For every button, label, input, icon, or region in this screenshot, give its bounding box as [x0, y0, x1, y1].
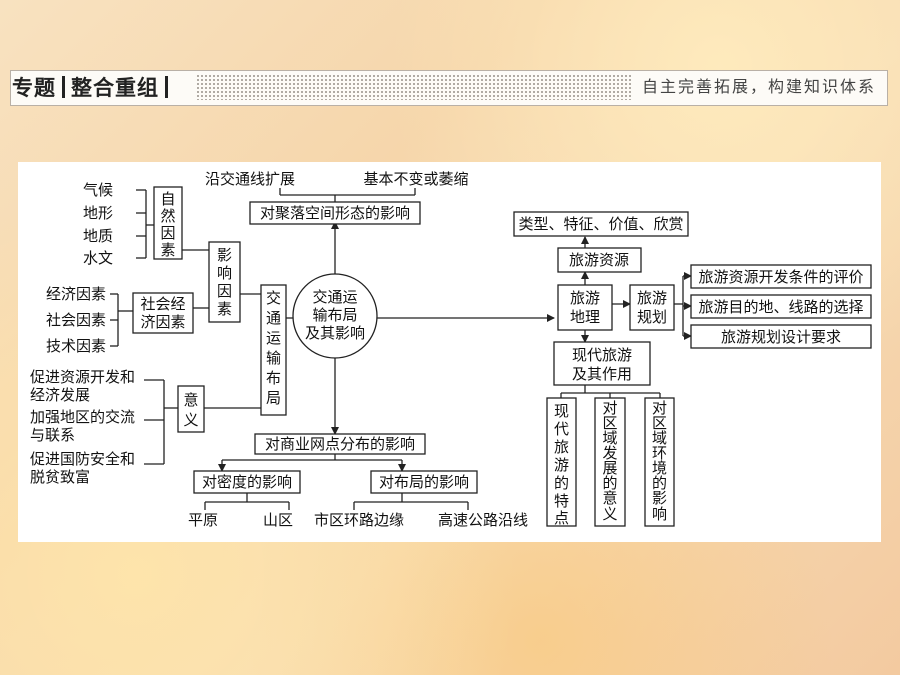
- connector-lines: [110, 188, 692, 510]
- modern-item-2-char-4: 发: [602, 444, 617, 462]
- commercial-node: 对商业网点分布的影响 对密度的影响 对布局的影响 平原 山区 市区环路边缘 高速…: [188, 433, 528, 529]
- factors-node: 影 响 因 素: [208, 241, 241, 323]
- planning-item-1: 旅游资源开发条件的评价: [698, 268, 863, 286]
- modern-item-3-char-3: 域: [652, 429, 667, 447]
- header-subtitle: 自主完善拓展，构建知识体系: [641, 77, 876, 96]
- modern-item-3-char-4: 环: [652, 444, 667, 462]
- concept-map-panel: 交通运 输布局 及其影响 对聚落空间形态的影响 沿交通线扩展 基本不变或萎缩 交…: [18, 162, 881, 542]
- layout-char-1: 交: [266, 289, 281, 307]
- header-title-part1: 专题: [12, 76, 56, 100]
- natural-item-2: 地形: [83, 204, 113, 222]
- modern-item-3-char-5: 境: [652, 459, 667, 477]
- modern-item-2-char-8: 义: [602, 505, 617, 523]
- modern-item-3-char-6: 的: [652, 474, 667, 492]
- modern-tourism-line-2: 及其作用: [572, 365, 632, 383]
- modern-item-1-char-3: 旅: [554, 438, 569, 456]
- natural-factors-node: 自 然 因 素 气候 地形 地质 水文: [83, 181, 183, 267]
- significance-char-2: 义: [183, 411, 198, 429]
- slide-header: 专题 整合重组 自主完善拓展，构建知识体系: [0, 0, 900, 110]
- tourism-planning-line-1: 旅游: [637, 289, 667, 307]
- factors-char-2: 响: [217, 264, 232, 282]
- density-item-2: 山区: [263, 511, 293, 529]
- significance-item-3-line-1: 促进国防安全和: [30, 450, 135, 468]
- layout-char-4: 输: [266, 349, 281, 367]
- settlement-title: 对聚落空间形态的影响: [260, 204, 410, 222]
- density-item-1: 平原: [188, 511, 218, 529]
- significance-item-2-line-2: 与联系: [30, 426, 75, 444]
- modern-item-2-char-7: 意: [602, 489, 617, 507]
- commercial-layout-item-1: 市区环路边缘: [314, 511, 404, 529]
- modern-item-2-char-6: 的: [602, 474, 617, 492]
- natural-item-1: 气候: [83, 181, 113, 199]
- density-title: 对密度的影响: [202, 473, 292, 491]
- layout-char-2: 通: [266, 309, 281, 327]
- factors-char-3: 因: [217, 282, 232, 300]
- modern-item-2-char-2: 区: [602, 414, 617, 432]
- significance-item-1-line-1: 促进资源开发和: [30, 368, 135, 386]
- commercial-title: 对商业网点分布的影响: [265, 435, 415, 453]
- settlement-item-1: 沿交通线扩展: [205, 170, 295, 188]
- settlement-item-2: 基本不变或萎缩: [363, 170, 468, 188]
- natural-char-2: 然: [160, 207, 175, 225]
- modern-item-3-char-2: 区: [652, 414, 667, 432]
- modern-tourism-line-1: 现代旅游: [572, 346, 632, 364]
- natural-char-4: 素: [160, 241, 175, 259]
- factors-char-4: 素: [217, 300, 232, 318]
- header-title: 专题 整合重组: [12, 72, 174, 102]
- tourism-node: 类型、特征、价值、欣赏 旅游资源 旅游 地理 旅游 规划 旅游资源开发条件的评价…: [513, 211, 872, 527]
- commercial-layout-item-2: 高速公路沿线: [438, 511, 528, 529]
- social-item-3: 技术因素: [46, 337, 106, 355]
- header-title-separator-end: [165, 76, 168, 98]
- tourism-planning-line-2: 规划: [637, 308, 667, 326]
- modern-item-3-char-8: 响: [652, 505, 667, 523]
- social-title-1: 社会经: [140, 295, 185, 313]
- resource-features: 类型、特征、价值、欣赏: [518, 215, 683, 233]
- tourism-resources: 旅游资源: [569, 251, 629, 269]
- modern-item-2-char-3: 域: [602, 429, 617, 447]
- center-line-3: 及其影响: [305, 324, 365, 342]
- layout-char-6: 局: [266, 389, 281, 407]
- modern-item-2-char-5: 展: [602, 459, 617, 477]
- center-line-1: 交通运: [312, 288, 357, 306]
- modern-item-1-char-5: 的: [554, 474, 569, 492]
- header-dot-pattern: [196, 74, 632, 100]
- concept-map: 交通运 输布局 及其影响 对聚落空间形态的影响 沿交通线扩展 基本不变或萎缩 交…: [30, 170, 872, 529]
- modern-item-1-char-4: 游: [554, 456, 569, 474]
- tourism-geography-line-1: 旅游: [570, 289, 600, 307]
- factors-char-1: 影: [217, 246, 232, 264]
- significance-item-2-line-1: 加强地区的交流: [30, 408, 135, 426]
- social-title-2: 济因素: [140, 313, 185, 331]
- social-item-1: 经济因素: [46, 285, 106, 303]
- header-title-part2: 整合重组: [71, 76, 159, 100]
- modern-item-2-char-1: 对: [602, 399, 617, 417]
- natural-char-1: 自: [160, 190, 175, 208]
- tourism-geography-line-2: 地理: [570, 308, 600, 326]
- modern-item-1-char-6: 特: [554, 492, 569, 510]
- center-line-2: 输布局: [312, 306, 357, 324]
- natural-item-3: 地质: [83, 227, 113, 245]
- social-item-2: 社会因素: [46, 311, 106, 329]
- commercial-layout-title: 对布局的影响: [379, 473, 469, 491]
- header-title-separator: [62, 76, 65, 98]
- modern-item-1-char-1: 现: [554, 402, 569, 420]
- layout-char-3: 运: [266, 329, 281, 347]
- planning-item-2: 旅游目的地、线路的选择: [698, 298, 863, 316]
- natural-item-4: 水文: [83, 249, 113, 267]
- natural-char-3: 因: [160, 224, 175, 242]
- modern-item-3-char-7: 影: [652, 489, 667, 507]
- layout-node: 交 通 运 输 布 局: [260, 284, 287, 416]
- social-factors-node: 社会经 济因素 经济因素 社会因素 技术因素: [46, 285, 194, 355]
- center-node: 交通运 输布局 及其影响: [292, 273, 378, 359]
- planning-item-3: 旅游规划设计要求: [721, 328, 841, 346]
- modern-item-1-char-7: 点: [554, 509, 569, 527]
- significance-node: 意 义 促进资源开发和 经济发展 加强地区的交流 与联系 促进国防安全和 脱贫致…: [30, 368, 205, 486]
- layout-char-5: 布: [266, 369, 281, 387]
- modern-item-3-char-1: 对: [652, 399, 667, 417]
- significance-item-3-line-2: 脱贫致富: [30, 468, 90, 486]
- significance-char-1: 意: [183, 391, 198, 409]
- settlement-node: 对聚落空间形态的影响 沿交通线扩展 基本不变或萎缩: [205, 170, 469, 225]
- modern-item-1-char-2: 代: [554, 420, 569, 438]
- significance-item-1-line-2: 经济发展: [30, 386, 90, 404]
